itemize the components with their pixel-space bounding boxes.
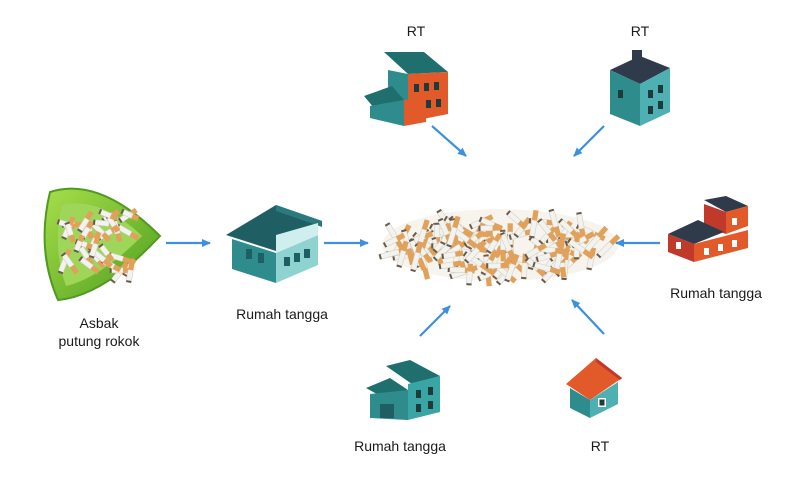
ashtray-icon [43, 187, 162, 302]
bottom-right-label: RT [590, 438, 610, 454]
right-label: Rumah tangga [670, 285, 762, 301]
house-icon [668, 196, 748, 262]
house-icon [226, 205, 322, 283]
top-left-label: RT [406, 23, 426, 39]
house-left-label: Rumah tangga [236, 306, 328, 322]
house-icon [364, 52, 448, 126]
flow-arrows [166, 125, 660, 337]
ashtray-label-line1: Asbak [79, 315, 119, 331]
cigarette-pile-icon [378, 208, 621, 287]
arrow-topright-to-pile [573, 125, 605, 157]
arrow-bottomright-to-pile [571, 299, 605, 335]
arrow-topleft-to-pile [431, 125, 467, 157]
house-icon [566, 358, 622, 418]
arrow-bottomleft-to-pile [419, 305, 451, 337]
house-icon [610, 50, 670, 126]
house-icon [366, 360, 440, 420]
bottom-left-label: Rumah tangga [354, 438, 446, 454]
ashtray-label: Asbak putung rokok [59, 314, 140, 350]
top-right-label: RT [630, 23, 650, 39]
ashtray-label-line2: putung rokok [58, 333, 140, 349]
